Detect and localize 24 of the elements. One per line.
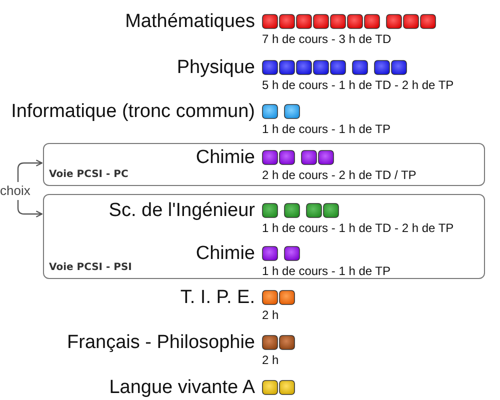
subject-name: Sc. de l'Ingénieur	[108, 201, 255, 220]
choice-label: choix	[0, 184, 30, 197]
hours-note: 1 h de cours - 1 h de TP	[262, 123, 391, 135]
track-panel	[43, 194, 485, 279]
subject-name: Mathématiques	[125, 12, 255, 31]
arrow	[17, 160, 43, 182]
hours-note: 7 h de cours - 3 h de TD	[262, 33, 392, 45]
hours-note: 5 h de cours - 1 h de TD - 2 h de TP	[262, 79, 454, 91]
subject-name: Français - Philosophie	[67, 333, 255, 352]
subject-name: Chimie	[196, 148, 255, 167]
hours-note: 2 h	[262, 309, 279, 321]
hours-note: 1 h de cours - 1 h de TP	[262, 265, 391, 277]
track-label: Voie PCSI - PC	[49, 170, 128, 180]
hours-note: 1 h de cours - 1 h de TD - 2 h de TP	[262, 222, 454, 234]
subject-name: Langue vivante A	[109, 378, 255, 397]
arrow	[17, 200, 43, 218]
track-label: Voie PCSI - PSI	[49, 263, 132, 273]
subject-name: Chimie	[196, 244, 255, 263]
hours-note: 2 h de cours - 2 h de TD / TP	[262, 169, 416, 181]
subject-name: Informatique (tronc commun)	[11, 102, 255, 121]
subject-name: T. I. P. E.	[180, 288, 255, 307]
subject-name: Physique	[176, 58, 255, 77]
hours-note: 2 h	[262, 354, 279, 366]
track-panel	[43, 143, 485, 186]
